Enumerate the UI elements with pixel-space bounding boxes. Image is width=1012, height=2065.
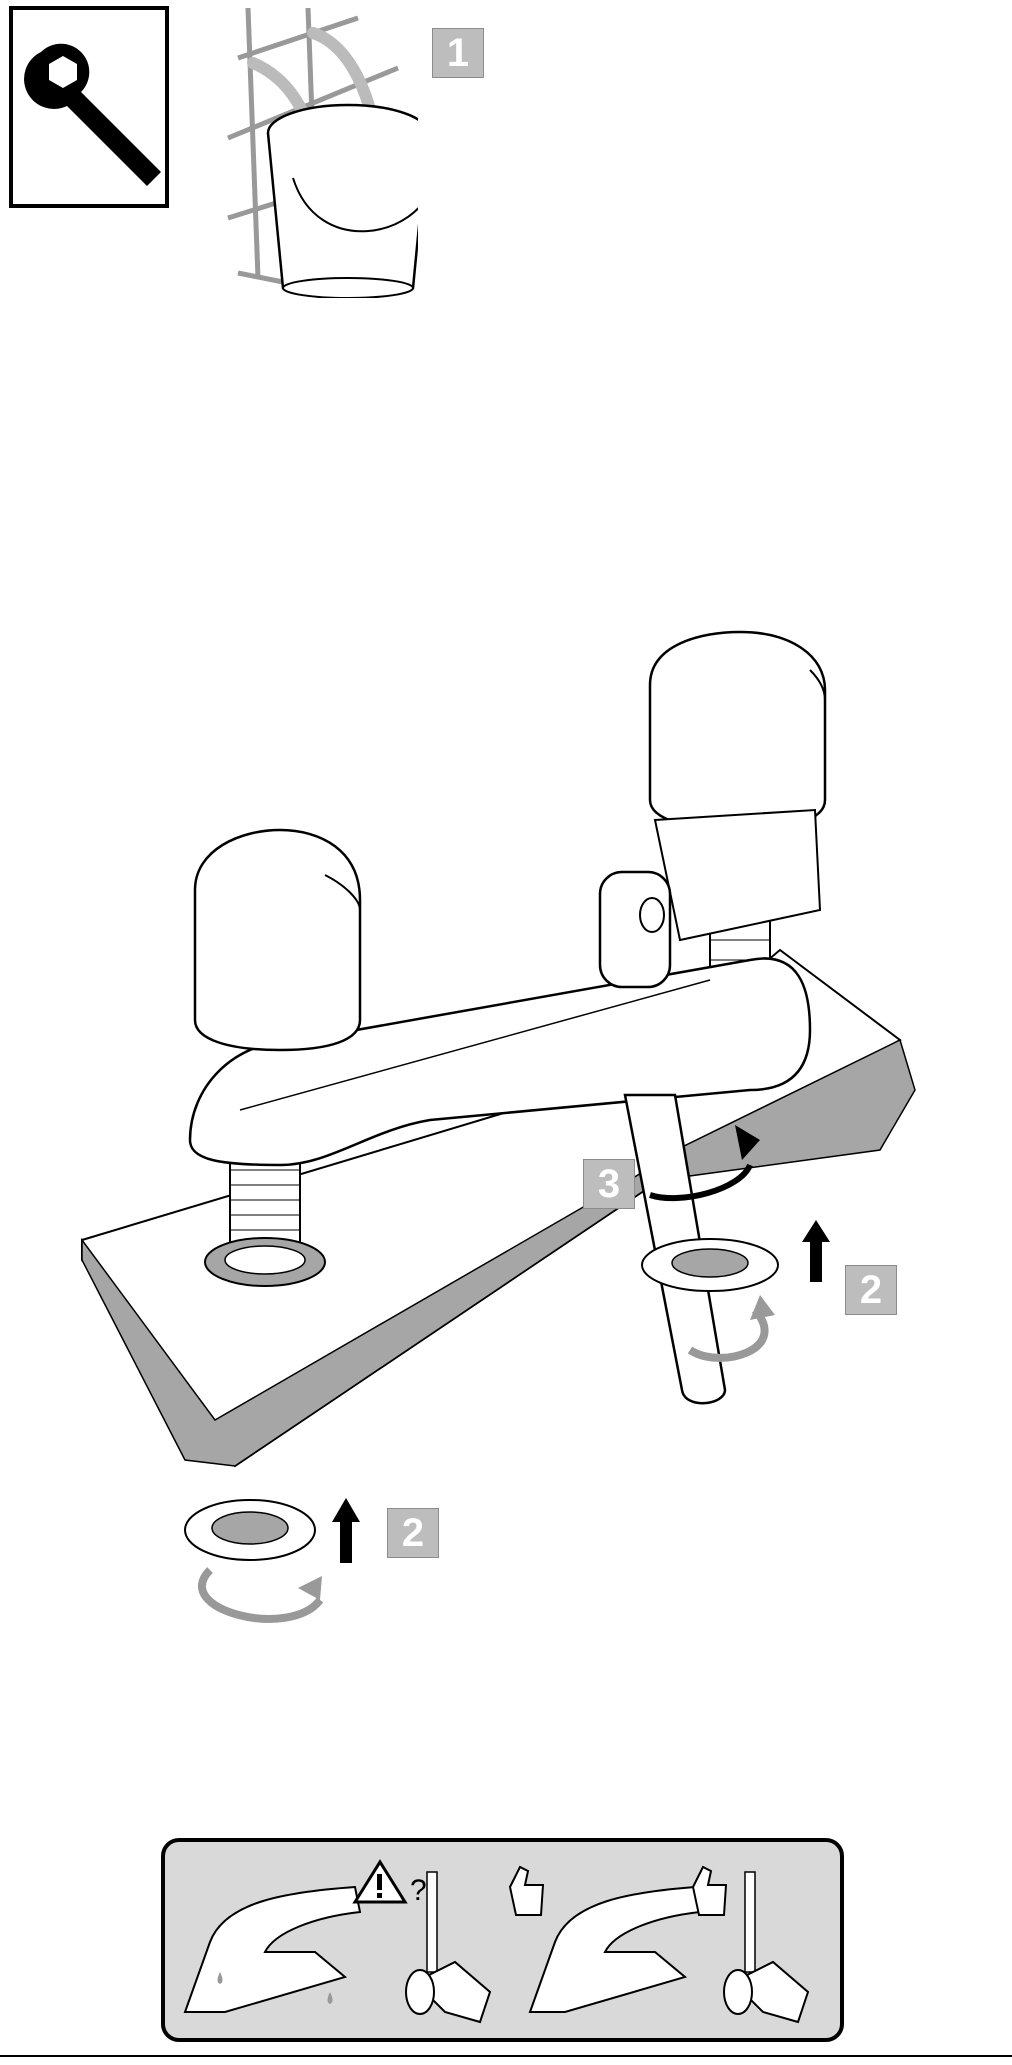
- step-3-badge: 3: [583, 1159, 635, 1209]
- tool-icon-box: [9, 6, 169, 208]
- warning-question-mark: ?: [410, 1874, 427, 1907]
- thumbs-up-icon-right: [691, 1865, 728, 1916]
- step-3-number: 3: [597, 1162, 621, 1206]
- step-2-right-number: 2: [859, 1268, 883, 1312]
- wrench-icon: [24, 43, 161, 186]
- step-1-badge: 1: [432, 28, 484, 78]
- drain-bucket-illustration: [227, 8, 418, 298]
- left-nut-illustration: [184, 1498, 360, 1623]
- warning-panel: ?: [161, 1838, 844, 2042]
- mixer-tap-illustration: [81, 630, 916, 1468]
- thumbs-up-icon: [508, 1865, 545, 1916]
- footer-rule: [0, 2055, 1012, 2057]
- warning-panel-illustration: ?: [183, 1859, 810, 2024]
- step-2-badge-right: 2: [845, 1265, 897, 1315]
- step-2-badge-left: 2: [387, 1508, 439, 1558]
- step-1-number: 1: [446, 31, 470, 75]
- step-2-left-number: 2: [401, 1511, 425, 1555]
- warning-icon: [352, 1859, 408, 1904]
